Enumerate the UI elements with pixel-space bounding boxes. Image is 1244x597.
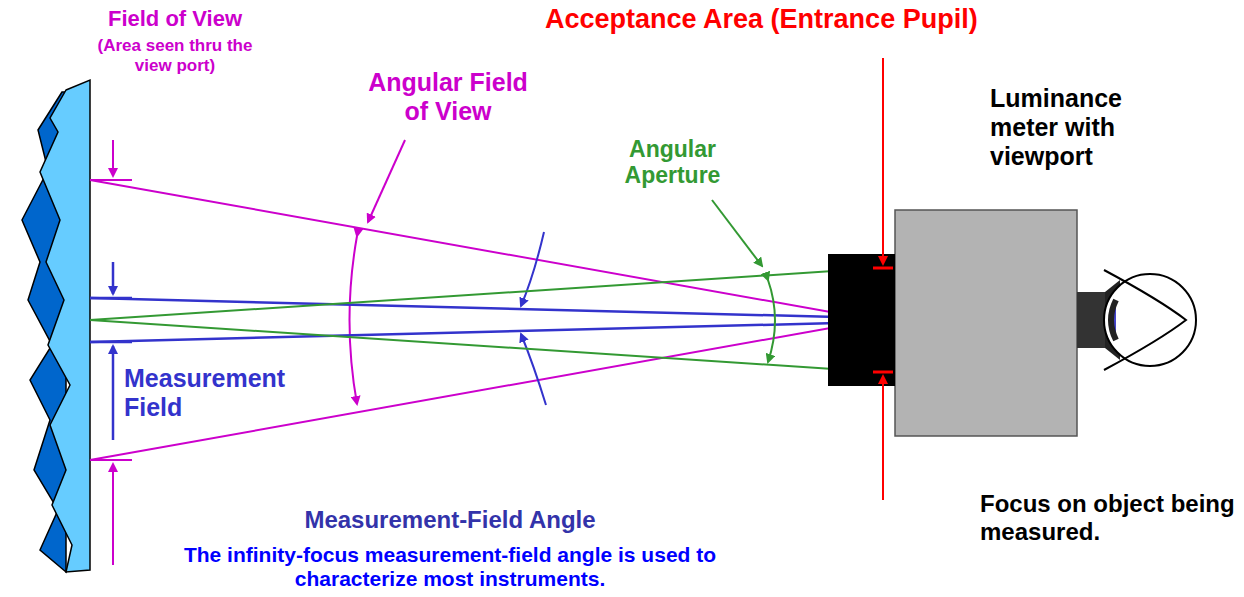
angular-aperture-label: Angular Aperture: [600, 136, 745, 189]
field-of-view-lines: [90, 140, 875, 565]
field-of-view-note: (Area seen thru the view port): [85, 36, 265, 75]
angular-field-label: Angular Field of View: [358, 68, 538, 126]
focus-note: Focus on object being measured.: [980, 490, 1240, 545]
measurement-field-lines: [90, 232, 875, 440]
luminance-meter: [828, 210, 1120, 436]
entrance-pupil: [873, 58, 893, 500]
surface: [22, 80, 90, 572]
acceptance-area-label: Acceptance Area (Entrance Pupil): [545, 4, 1225, 35]
meter-label: Luminance meter with viewport: [990, 84, 1168, 170]
measurement-field-angle-label: Measurement-Field Angle: [200, 506, 700, 534]
field-of-view-label: Field of View: [95, 6, 255, 31]
measurement-field-label: Measurement Field: [124, 364, 299, 422]
eye: [1104, 270, 1196, 370]
angular-aperture-lines: [90, 200, 878, 372]
measurement-field-note: The infinity-focus measurement-field ang…: [170, 543, 730, 591]
